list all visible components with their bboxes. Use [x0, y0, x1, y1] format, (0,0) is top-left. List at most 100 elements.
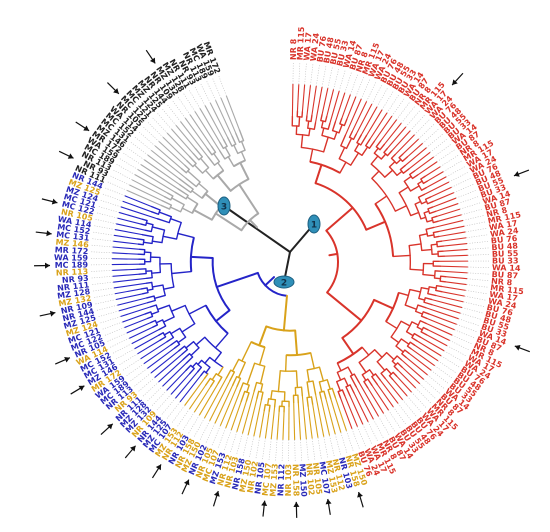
node-marker-label: 3 [221, 203, 227, 213]
branch-leaf [444, 254, 468, 257]
branch-arc [265, 403, 271, 407]
tip-leader [422, 128, 440, 144]
tip-leader [429, 138, 448, 153]
branch-radial [169, 206, 182, 213]
tip-leader [156, 394, 172, 411]
branch-leaf [355, 103, 373, 135]
branch-leaf [137, 169, 176, 193]
branch-radial [239, 161, 250, 181]
branch-arc [424, 198, 429, 205]
branch-radial [320, 120, 324, 129]
branch-arc [361, 369, 370, 376]
branch-radial [339, 161, 347, 174]
branch-radial [227, 136, 233, 147]
branch-radial [236, 377, 242, 388]
tip-leader [294, 439, 296, 462]
branch-radial [306, 396, 309, 407]
branch-radial [385, 320, 398, 330]
branch-leaf [416, 340, 442, 357]
arrow-head [261, 500, 268, 506]
tip-leader [423, 379, 441, 395]
branch-leaf [426, 317, 455, 331]
tip-leader [373, 419, 384, 439]
branch-arc [414, 203, 422, 220]
branch-leaf [113, 240, 139, 245]
branch-radial [240, 140, 246, 151]
tip-leader [126, 146, 145, 161]
branch-radial [331, 121, 337, 132]
branch-radial [219, 150, 226, 160]
branch-radial [309, 148, 314, 163]
node-marker-2 [273, 275, 295, 289]
branch-radial [295, 370, 299, 389]
tip-leader [338, 69, 346, 92]
branch-arc [374, 203, 395, 257]
branch-leaf [236, 400, 248, 433]
branch-leaf [259, 410, 265, 438]
tip-leader [437, 360, 457, 374]
branch-leaf [137, 339, 161, 355]
tip-leader [161, 398, 176, 416]
branch-radial [167, 192, 174, 197]
tip-leader [466, 284, 489, 288]
branch-arc [390, 320, 402, 338]
branch-radial [150, 319, 157, 324]
branch-arc [150, 224, 154, 232]
branch-leaf [432, 197, 457, 208]
branch-radial [146, 288, 154, 291]
branch-leaf [440, 265, 468, 268]
tip-leader [454, 329, 476, 339]
branch-arc [150, 270, 153, 278]
branch-arc [142, 239, 145, 245]
branch-arc [265, 325, 296, 332]
node-marker-3 [217, 196, 231, 216]
branch-radial [436, 240, 443, 243]
branch-leaf [175, 371, 199, 399]
tip-leader [467, 247, 490, 250]
branch-arc [320, 119, 326, 123]
branch-radial [199, 157, 210, 169]
tip-leader [223, 429, 232, 451]
branch-radial [137, 243, 144, 246]
tip-leader [366, 81, 377, 102]
branch-radial [392, 371, 398, 377]
branch-radial [140, 287, 148, 290]
branch-radial [144, 311, 152, 315]
tip-leader [90, 270, 113, 272]
branch-leaf [276, 411, 280, 440]
branch-arc [427, 286, 430, 294]
tip-leader [218, 75, 227, 96]
tip-leader [355, 76, 365, 97]
branch-radial [424, 297, 433, 301]
branch-arc [395, 338, 402, 347]
tip-label: BU 87 [491, 270, 518, 281]
arrow-head [293, 501, 300, 507]
branch-leaf [441, 285, 466, 291]
branch-radial [436, 245, 445, 248]
branch-radial [211, 373, 217, 381]
tip-leader [419, 383, 437, 400]
branch-leaf [433, 219, 464, 229]
arrow-head [51, 198, 58, 205]
branch-radial [413, 332, 421, 338]
branch-radial [197, 359, 203, 366]
branch-radial [179, 183, 192, 194]
tip-leader [125, 363, 145, 377]
branch-radial [327, 122, 331, 130]
branch-radial [363, 380, 369, 389]
tip-leader [340, 432, 348, 454]
branch-leaf [270, 406, 276, 440]
tip-leader [200, 83, 211, 103]
branch-arc [432, 232, 436, 238]
branch-radial [337, 390, 342, 399]
node-marker-label: 1 [311, 221, 317, 231]
tip-leader [129, 368, 148, 382]
highlight-arrows [34, 49, 530, 518]
arrow-head [513, 171, 520, 177]
branch-radial [146, 277, 153, 280]
tip-leader [182, 92, 196, 112]
branch-radial [162, 235, 178, 240]
tip-leader [91, 238, 114, 242]
branch-radial [396, 362, 403, 368]
